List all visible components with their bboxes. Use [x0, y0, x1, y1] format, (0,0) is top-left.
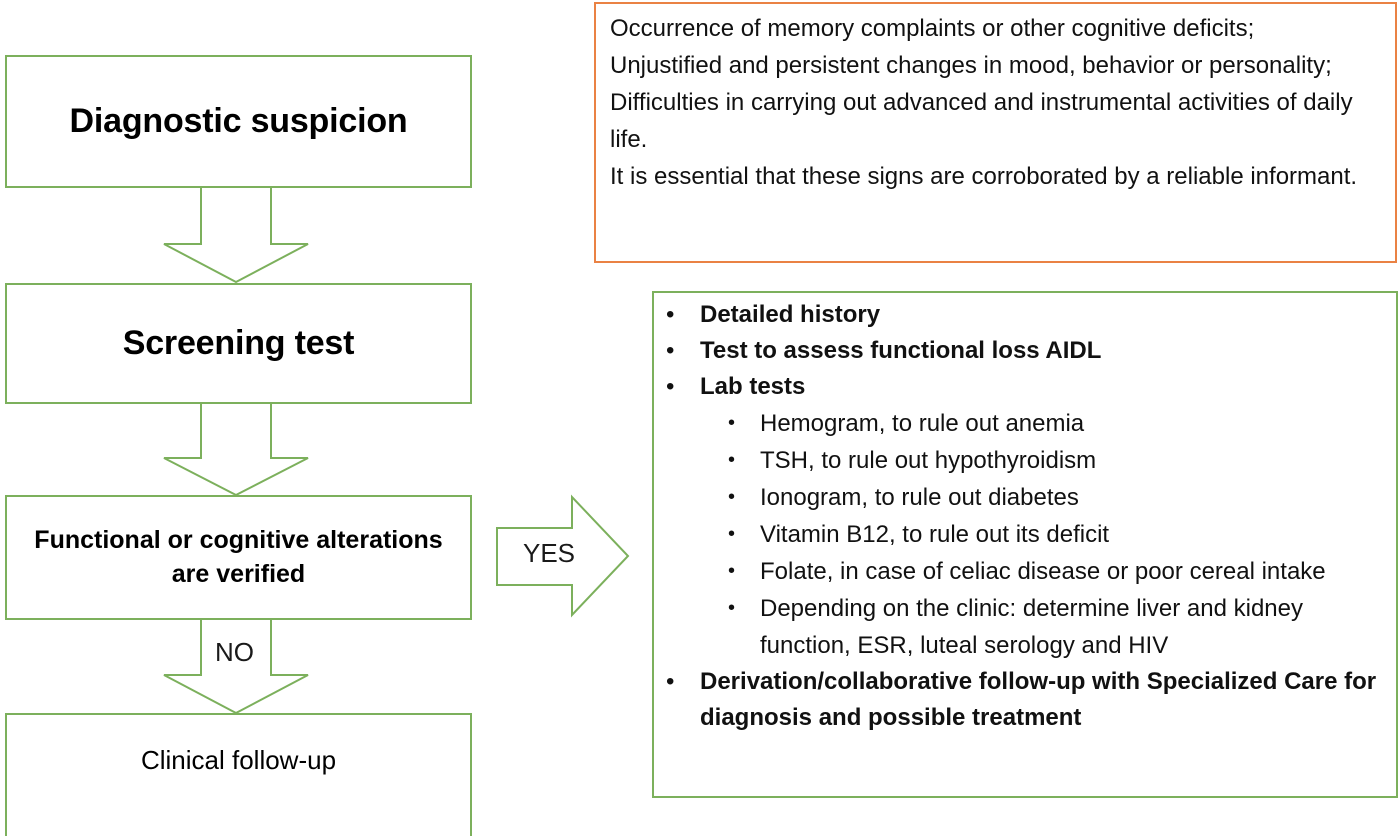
bullet-icon: •: [728, 523, 736, 545]
bullet-icon: •: [666, 668, 675, 695]
flow-box-functional-alterations: Functional or cognitive alterations are …: [5, 495, 472, 620]
list-item-label: Folate, in case of celiac disease or poo…: [760, 558, 1326, 585]
flow-box-label: Functional or cognitive alterations are …: [34, 525, 443, 588]
flow-box-label: Screening test: [122, 324, 355, 363]
down-arrow-icon-screening-to-functional: [163, 402, 309, 497]
list-item-label: Vitamin B12, to rule out its deficit: [760, 521, 1110, 548]
bullet-icon: •: [728, 486, 736, 508]
bullet-icon: •: [666, 301, 675, 328]
down-arrow-icon-suspicion-to-screening: [163, 186, 309, 284]
list-item: • Hemogram, to rule out anemia: [654, 405, 1388, 442]
list-item: • TSH, to rule out hypothyroidism: [654, 442, 1388, 479]
arrow-label-no: NO: [215, 637, 254, 667]
flow-box-screening-test: Screening test: [5, 283, 472, 404]
list-item-label: Derivation/collaborative follow-up with …: [700, 668, 1377, 731]
flow-box-clinical-followup: Clinical follow-up: [5, 713, 472, 836]
list-item-label: Ionogram, to rule out diabetes: [760, 484, 1079, 511]
list-item: • Depending on the clinic: determine liv…: [654, 590, 1388, 664]
list-item-label: Test to assess functional loss AIDL: [700, 337, 1102, 364]
arrow-label-yes: YES: [523, 538, 576, 568]
list-item-label: Detailed history: [700, 301, 881, 328]
criteria-line: Difficulties in carrying out advanced an…: [610, 89, 1353, 153]
criteria-panel: Occurrence of memory complaints or other…: [594, 2, 1397, 263]
list-item: • Ionogram, to rule out diabetes: [654, 479, 1388, 516]
bullet-icon: •: [728, 449, 736, 471]
right-arrow-icon-yes-branch: [496, 494, 630, 618]
list-item-label: Hemogram, to rule out anemia: [760, 410, 1085, 437]
flow-box-diagnostic-suspicion: Diagnostic suspicion: [5, 55, 472, 188]
list-item: • Vitamin B12, to rule out its deficit: [654, 516, 1388, 553]
list-item: • Derivation/collaborative follow-up wit…: [654, 664, 1388, 736]
criteria-line: Occurrence of memory complaints or other…: [610, 15, 1255, 42]
list-item-label: Lab tests: [700, 373, 806, 400]
list-item-label: Depending on the clinic: determine liver…: [760, 595, 1303, 659]
flow-box-label: Diagnostic suspicion: [69, 102, 408, 141]
list-item: • Lab tests: [654, 369, 1388, 405]
list-item: • Detailed history: [654, 297, 1388, 333]
list-item-label: TSH, to rule out hypothyroidism: [760, 447, 1097, 474]
flow-box-label: Clinical follow-up: [140, 745, 337, 775]
list-item: • Folate, in case of celiac disease or p…: [654, 553, 1388, 590]
bullet-icon: •: [666, 373, 675, 400]
bullet-icon: •: [666, 337, 675, 364]
criteria-line: Unjustified and persistent changes in mo…: [610, 52, 1332, 79]
bullet-icon: •: [728, 560, 736, 582]
workup-panel: • Detailed history • Test to assess func…: [652, 291, 1398, 798]
list-item: • Test to assess functional loss AIDL: [654, 333, 1388, 369]
bullet-icon: •: [728, 597, 736, 619]
down-arrow-icon-functional-to-followup: [163, 618, 309, 715]
criteria-line: It is essential that these signs are cor…: [610, 163, 1358, 190]
bullet-icon: •: [728, 412, 736, 434]
